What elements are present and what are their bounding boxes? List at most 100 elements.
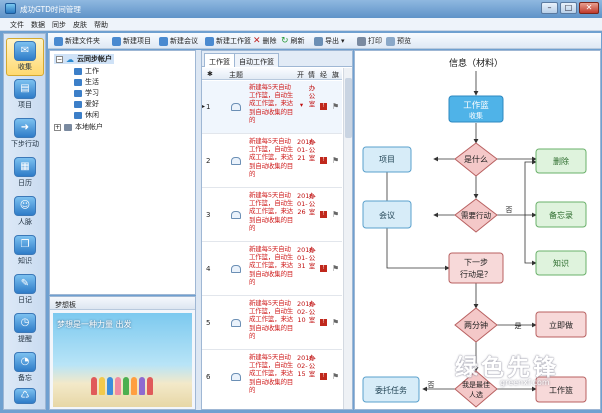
flow-knowledge-box: [535, 250, 587, 276]
new-folder-button[interactable]: 新建文件夹: [54, 36, 100, 46]
minimize-button[interactable]: –: [541, 2, 558, 14]
collapse-toggle-icon[interactable]: −: [56, 55, 63, 63]
new-folder-icon: [54, 36, 63, 46]
tree-item-work[interactable]: 工作: [74, 66, 99, 76]
tree-local-label: 本地帐户: [75, 123, 103, 131]
nav-contacts[interactable]: ☺人脉: [6, 194, 44, 232]
nav-recycle[interactable]: ♺: [6, 386, 44, 408]
tree-item-life[interactable]: 生活: [74, 77, 99, 87]
maximize-button[interactable]: □: [560, 2, 577, 14]
row-date-dropdown[interactable]: ▾: [299, 101, 304, 109]
flag-icon[interactable]: ⚑: [332, 318, 340, 327]
tree-item-hobby[interactable]: 爱好: [74, 99, 99, 109]
menu-sync[interactable]: 同步: [52, 21, 66, 29]
nav-memo[interactable]: ◔备忘: [6, 350, 44, 388]
menu-data[interactable]: 数据: [31, 21, 45, 29]
new-project-label: 新建项目: [123, 37, 151, 45]
col-subject[interactable]: 主题: [229, 71, 243, 79]
flow-do-now-box: [535, 311, 587, 338]
new-meeting-button[interactable]: 新建会议: [159, 36, 198, 46]
delete-button[interactable]: ✕删除: [253, 36, 277, 46]
nav-next-action[interactable]: ➜下步行动: [6, 116, 44, 154]
flow-delegate: 委托任务: [375, 385, 407, 395]
panel-splitter[interactable]: [196, 50, 201, 410]
nav-collect[interactable]: ✉收集: [6, 38, 44, 76]
flow-right-person-diamond: [454, 370, 498, 408]
priority-icon: !: [320, 157, 327, 164]
flag-icon[interactable]: ⚑: [332, 156, 340, 165]
col-flag[interactable]: 旗: [332, 71, 339, 79]
flag-icon[interactable]: ⚑: [332, 210, 340, 219]
flow-need-action: 需要行动: [461, 210, 491, 220]
account-tree: −☁云同步帐户 工作 生活 学习 爱好 休闲 + 本地帐户: [49, 50, 196, 295]
flow-meeting-box: [362, 200, 412, 229]
tree-local-account[interactable]: + 本地帐户: [54, 122, 103, 132]
calendar-icon: ▦: [14, 157, 36, 177]
row-office: 办公室: [308, 246, 316, 271]
nav-project[interactable]: ▤项目: [6, 77, 44, 115]
col-star[interactable]: ✱: [207, 70, 213, 78]
preview-button[interactable]: 预览: [386, 36, 411, 46]
nav-reminder[interactable]: ◷提醒: [6, 311, 44, 349]
dream-caption: 梦想是一种力量 出发: [57, 320, 132, 329]
tab-workbasket[interactable]: 工作篮: [204, 53, 235, 67]
menu-help[interactable]: 帮助: [94, 21, 108, 29]
row-office: 办公室: [308, 138, 316, 163]
new-folder-label: 新建文件夹: [65, 37, 100, 45]
tree-item-study[interactable]: 学习: [74, 88, 99, 98]
list-scrollbar[interactable]: [343, 68, 352, 409]
nav-calendar[interactable]: ▦ 日历: [6, 155, 44, 193]
flow-knowledge: 知识: [553, 258, 569, 268]
expand-toggle-icon[interactable]: +: [54, 123, 61, 131]
menu-bar: 文件 数据 同步 皮肤 帮助: [0, 18, 602, 31]
nav-project-label: 项目: [18, 101, 32, 109]
flow-workbasket2-box: [535, 376, 587, 403]
col-via[interactable]: 经: [320, 71, 327, 79]
table-row[interactable]: ▸ 1 新建每5天自动工作篮，自动生成工作篮，来达到自动收集的目的 ▾ 办公室 …: [202, 81, 342, 134]
flag-icon[interactable]: ⚑: [332, 264, 340, 273]
row-subject: 新建每5天自动工作篮，自动生成工作篮，来达到自动收集的目的: [249, 245, 294, 286]
flag-icon[interactable]: ⚑: [332, 102, 340, 111]
print-button[interactable]: 打印: [357, 36, 382, 46]
close-button[interactable]: ✕: [579, 2, 599, 14]
flag-icon[interactable]: ⚑: [332, 372, 340, 381]
menu-skin[interactable]: 皮肤: [73, 21, 87, 29]
table-row[interactable]: 4 新建每5天自动工作篮，自动生成工作篮，来达到自动收集的目的 2016-01-…: [202, 243, 342, 296]
nav-memo-label: 备忘: [18, 374, 32, 382]
book-icon: ❐: [14, 235, 36, 255]
nav-knowledge[interactable]: ❐知识: [6, 233, 44, 271]
col-open[interactable]: 开: [297, 71, 304, 79]
tree-item-leisure[interactable]: 休闲: [74, 110, 99, 120]
flow-what-diamond: [454, 142, 498, 177]
flow-two-min-diamond: [454, 307, 498, 343]
flow-right-person-2: 人选: [469, 390, 483, 399]
table-row[interactable]: 6 新建每5天自动工作篮，自动生成工作篮，来达到自动收集的目的 2016-02-…: [202, 351, 342, 409]
export-label: 导出: [325, 37, 339, 45]
priority-icon: !: [320, 103, 327, 110]
table-row[interactable]: 5 新建每5天自动工作篮，自动生成工作篮，来达到自动收集的目的 2016-02-…: [202, 297, 342, 350]
flow-right-person-1: 我是最佳: [462, 380, 490, 389]
tab-auto-workbasket[interactable]: 自动工作篮: [234, 53, 279, 67]
flow-meeting: 会议: [379, 210, 395, 220]
export-button[interactable]: 导出▾: [314, 36, 345, 46]
new-workbasket-icon: [205, 36, 214, 46]
nav-diary[interactable]: ✎日记: [6, 272, 44, 310]
table-header: ✱ 主题 开 情 经 旗: [202, 68, 342, 80]
flow-next-step-box: [448, 252, 504, 284]
nav-calendar-label: 日历: [18, 179, 32, 187]
workbasket-icon: [231, 211, 241, 219]
new-project-button[interactable]: 新建项目: [112, 36, 151, 46]
table-row[interactable]: 3 新建每5天自动工作篮，自动生成工作篮，来达到自动收集的目的 2016-01-…: [202, 189, 342, 242]
menu-file[interactable]: 文件: [10, 21, 24, 29]
export-icon: [314, 36, 323, 46]
refresh-icon: ↻: [281, 36, 289, 46]
flow-info: 信息（材料）: [449, 57, 503, 69]
scrollbar-thumb[interactable]: [345, 78, 352, 138]
new-workbasket-button[interactable]: 新建工作篮: [205, 36, 251, 46]
row-date: 2016-01-26: [297, 192, 316, 217]
tree-item-label: 工作: [85, 67, 99, 75]
tree-cloud-account[interactable]: −☁云同步帐户: [54, 54, 114, 64]
refresh-button[interactable]: ↻刷新: [281, 36, 305, 46]
table-row[interactable]: 2 新建每5天自动工作篮，自动生成工作篮，来达到自动收集的目的 2016-01-…: [202, 135, 342, 188]
col-status[interactable]: 情: [308, 71, 315, 79]
